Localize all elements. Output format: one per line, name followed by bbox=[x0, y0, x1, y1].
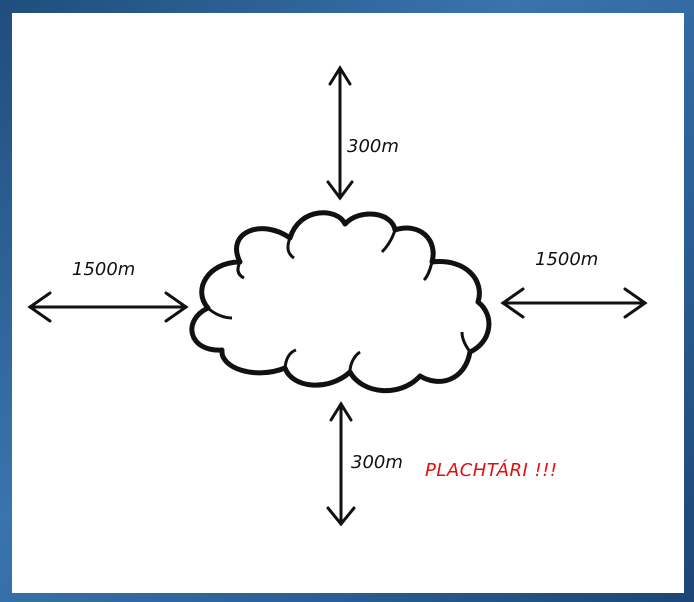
warning-text: PLACHTÁRI !!! bbox=[425, 459, 558, 481]
label-top-distance: 300m bbox=[347, 136, 399, 157]
cloud-icon bbox=[189, 210, 492, 393]
label-left-distance: 1500m bbox=[72, 259, 135, 280]
double-arrow-left-icon bbox=[27, 291, 189, 323]
double-arrow-right-icon bbox=[500, 287, 648, 319]
double-arrow-top-icon bbox=[326, 65, 354, 201]
double-arrow-bottom-icon bbox=[326, 401, 356, 527]
label-bottom-distance: 300m bbox=[351, 452, 403, 473]
label-right-distance: 1500m bbox=[535, 249, 598, 270]
